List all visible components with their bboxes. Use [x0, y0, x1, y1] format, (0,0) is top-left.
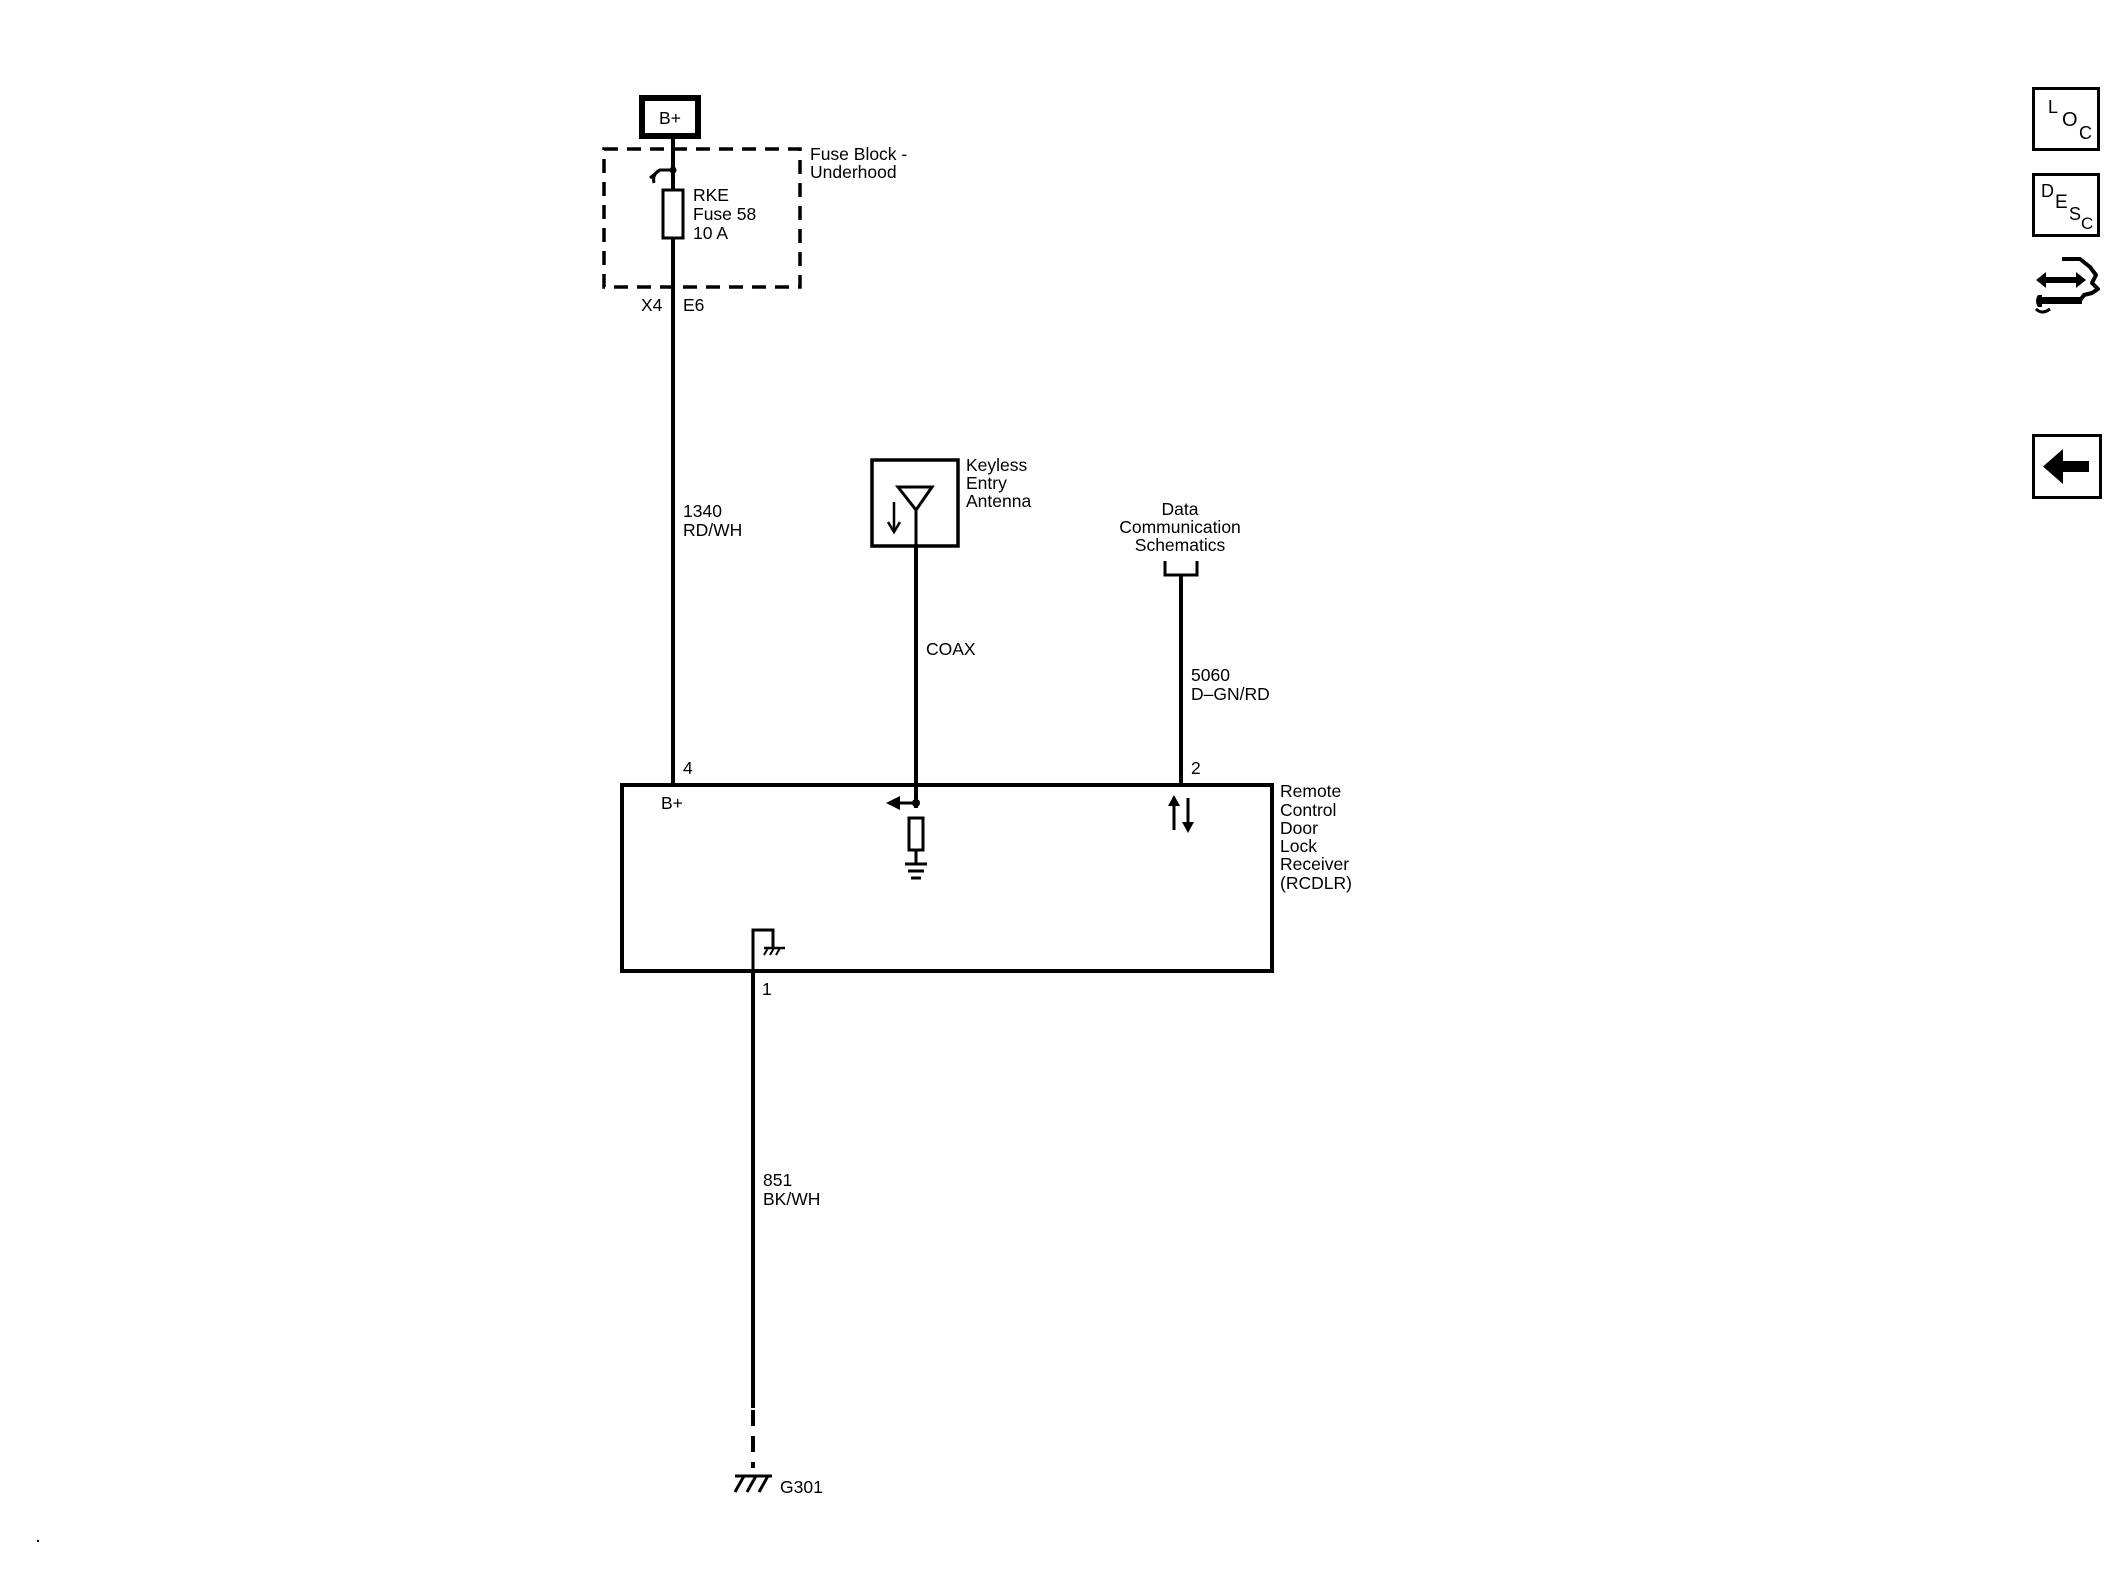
- fuse-bus-symbol: [649, 166, 677, 184]
- antenna-label-line2: Entry: [966, 473, 1007, 493]
- data-comm-label-line1: Data: [1162, 499, 1199, 519]
- rcdlr-module: [620, 783, 1274, 973]
- ground-g301-symbol: [733, 1474, 772, 1493]
- fuse-label-line3: 10 A: [693, 223, 728, 243]
- module-label-line6: (RCDLR): [1280, 873, 1352, 893]
- fuse-pin-label: E6: [683, 295, 704, 315]
- wire-antenna-label: COAX: [926, 639, 976, 659]
- wire-ground-circuit: 851: [763, 1170, 792, 1190]
- description-icon-letter-e: E: [2055, 192, 2068, 213]
- location-icon-letter-l: L: [2048, 97, 2059, 117]
- antenna-input-symbol: [886, 796, 927, 880]
- power-source-label: B+: [659, 108, 681, 128]
- description-icon-letter-c: C: [2081, 214, 2094, 233]
- description-icon-letter-s: S: [2069, 204, 2082, 224]
- wire-power-color: RD/WH: [683, 520, 742, 540]
- wire-data-color: D–GN/RD: [1191, 684, 1270, 704]
- module-ground-symbol: [751, 928, 785, 971]
- antenna-label-line3: Antenna: [966, 491, 1031, 511]
- module-label-line3: Door: [1280, 818, 1318, 838]
- wire-ground-color: BK/WH: [763, 1189, 820, 1209]
- module-label-line2: Control: [1280, 800, 1336, 820]
- module-label-line1: Remote: [1280, 781, 1341, 801]
- module-label-line4: Lock: [1280, 836, 1317, 856]
- ground-label: G301: [780, 1477, 823, 1497]
- back-button[interactable]: [2032, 434, 2102, 499]
- fuse-label-line2: Fuse 58: [693, 204, 756, 224]
- description-icon-letter-d: D: [2041, 181, 2054, 201]
- module-label-line5: Receiver: [1280, 854, 1349, 874]
- wire-data-circuit: 5060: [1191, 665, 1230, 685]
- antenna-label-line1: Keyless: [966, 455, 1028, 475]
- data-bidirectional-arrows: [1168, 795, 1194, 833]
- connector-tool-button[interactable]: [2032, 253, 2112, 333]
- connector-tool-icon: [2034, 257, 2100, 314]
- module-pin-power: 4: [683, 758, 693, 778]
- description-button[interactable]: D E S C: [2032, 173, 2100, 237]
- module-pin-data: 2: [1191, 758, 1201, 778]
- stray-dot: [36, 1539, 40, 1543]
- data-comm-label-line2: Communication: [1119, 517, 1241, 537]
- fuse-block-label-line2: Underhood: [810, 162, 897, 182]
- module-pin-ground: 1: [762, 979, 772, 999]
- location-icon-letter-o: O: [2062, 109, 2078, 131]
- fuse-block-label-line1: Fuse Block -: [810, 144, 907, 164]
- fuse-label-line1: RKE: [693, 185, 729, 205]
- location-icon-letter-c: C: [2079, 123, 2092, 143]
- antenna-symbol: [870, 458, 960, 548]
- wire-power-circuit: 1340: [683, 501, 722, 521]
- fuse-symbol: [661, 188, 685, 240]
- fuse-connector-label: X4: [641, 295, 663, 315]
- fuse-block: Fuse Block - Underhood: [602, 144, 907, 289]
- module-b-plus-label: B+: [661, 793, 683, 813]
- data-comm-bracket: [1163, 561, 1199, 577]
- location-button[interactable]: L O C: [2032, 87, 2100, 151]
- back-arrow-icon: [2043, 449, 2089, 484]
- data-comm-label-line3: Schematics: [1135, 535, 1226, 555]
- power-source: B+: [639, 95, 701, 139]
